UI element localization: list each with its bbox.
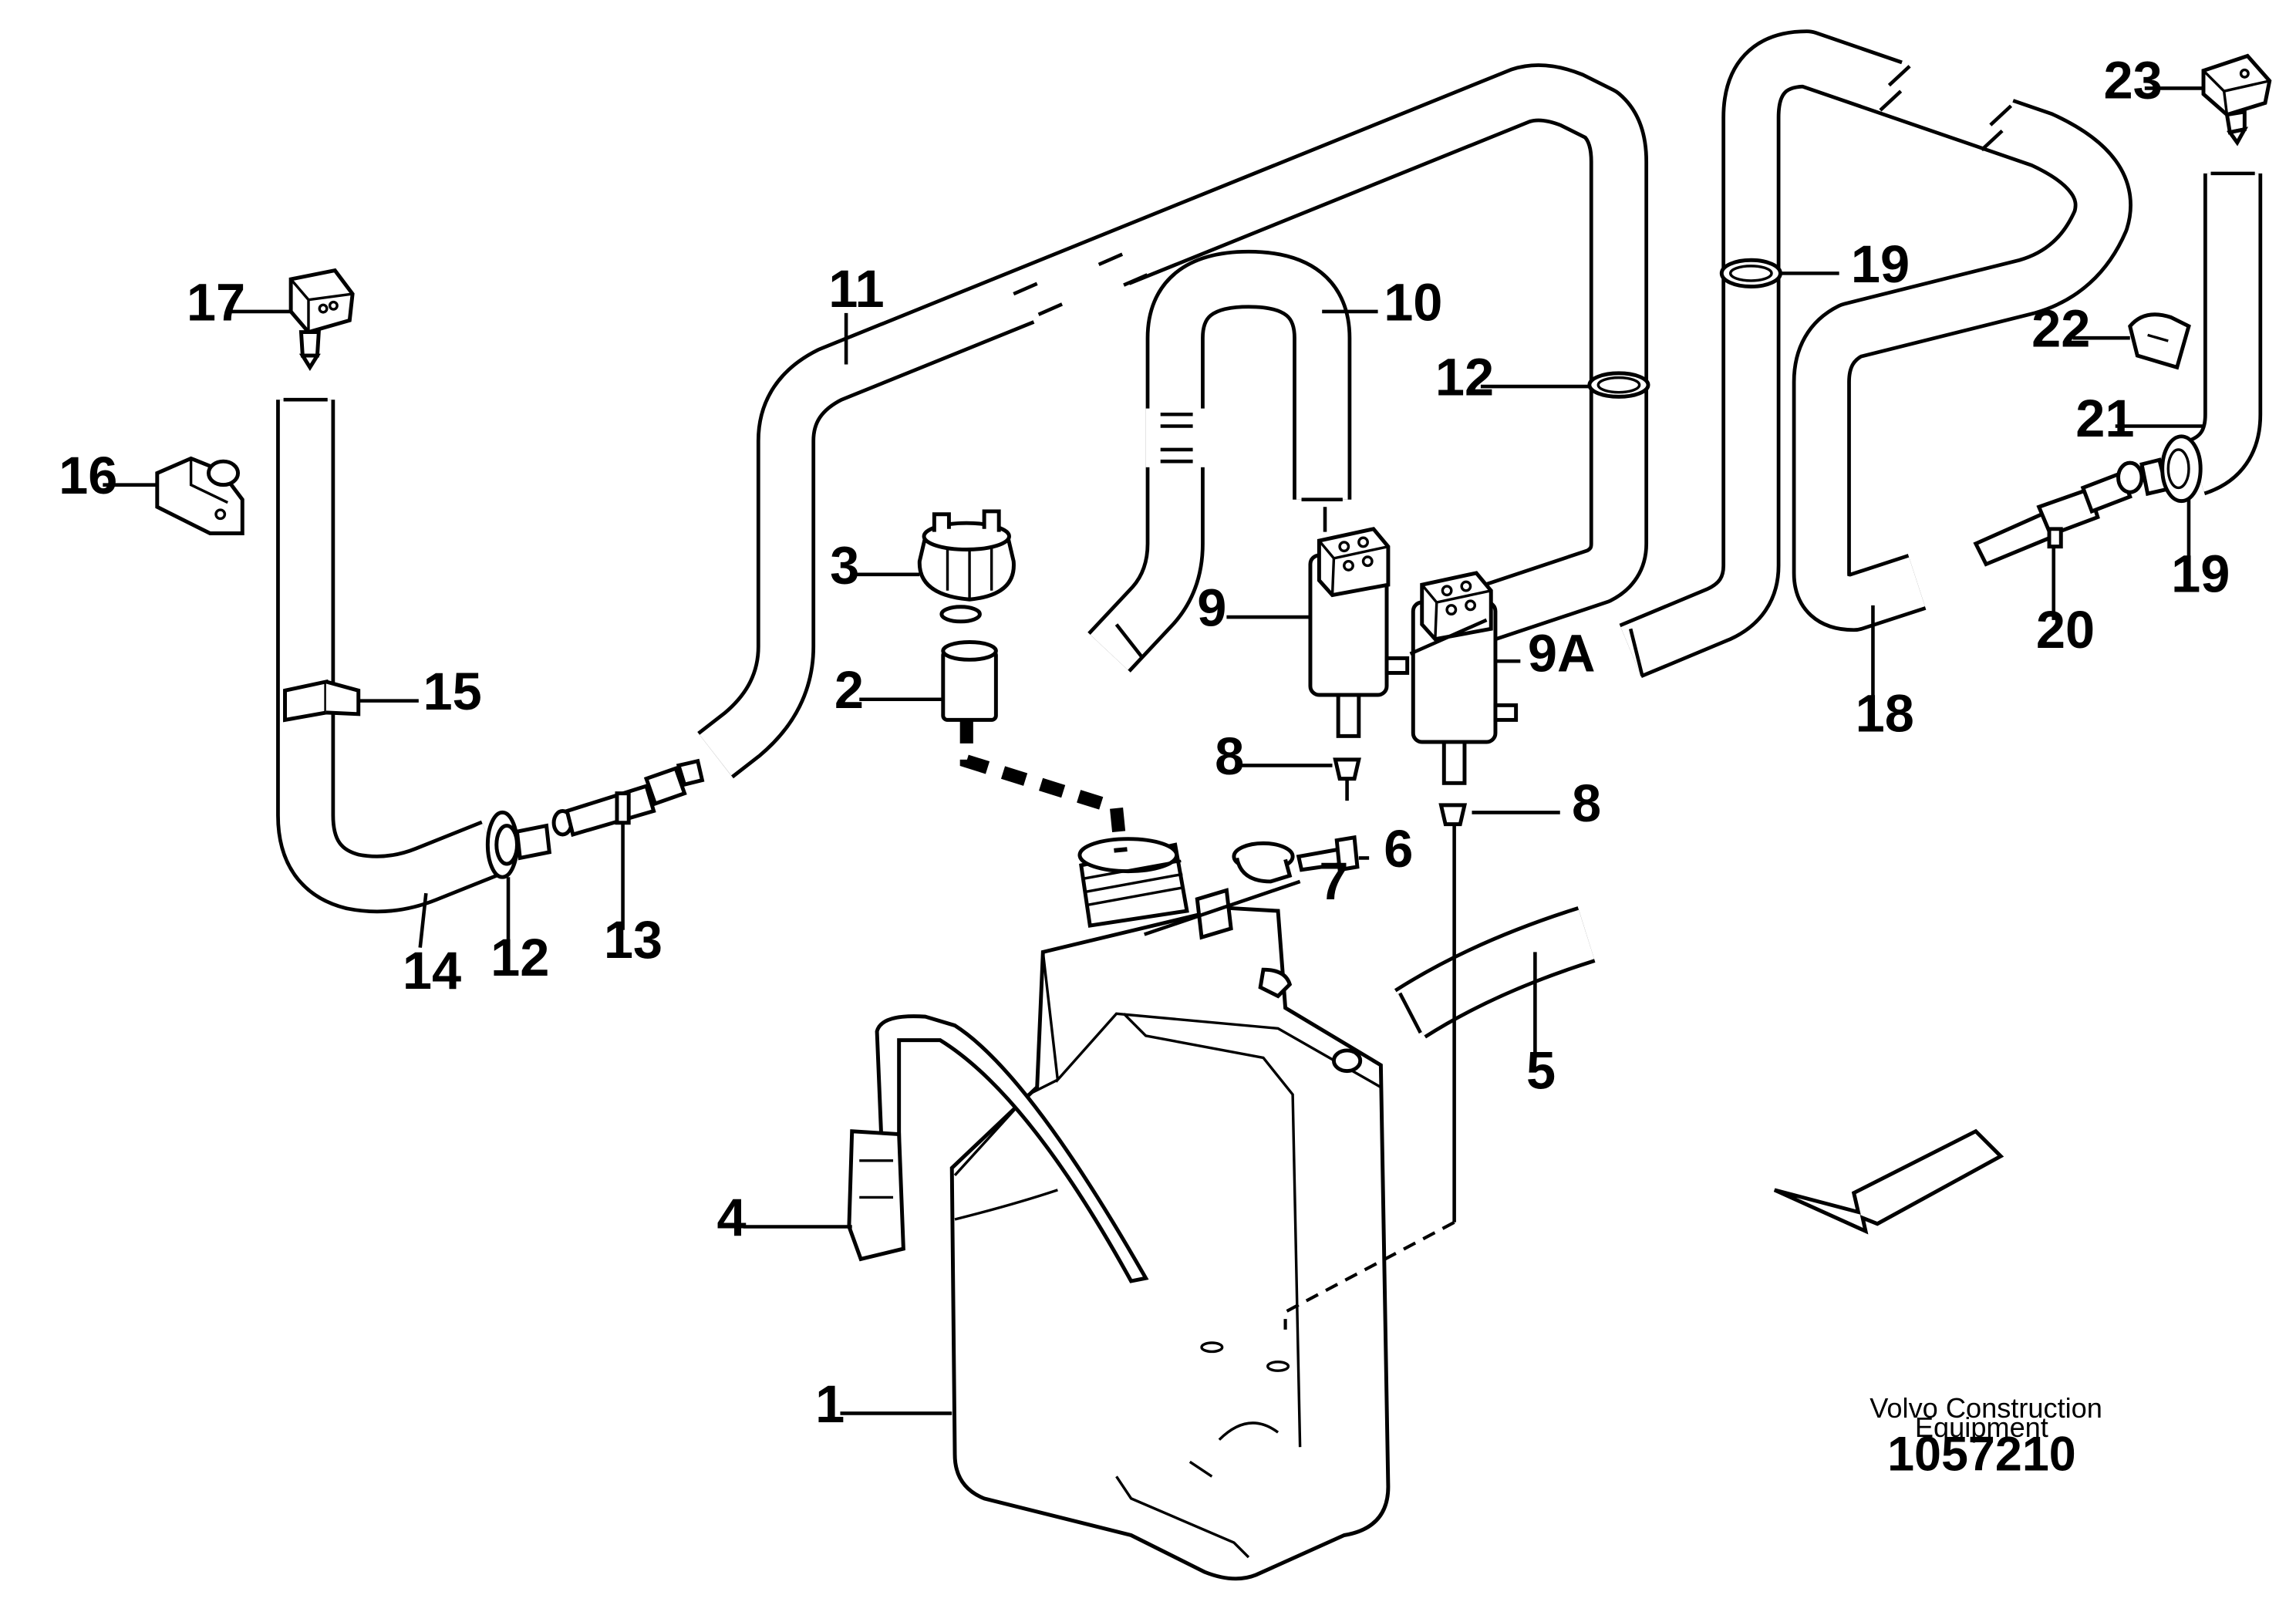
hose-5: [1394, 906, 1596, 1039]
callout-6: 6: [1384, 819, 1413, 878]
callout-2: 2: [834, 660, 864, 720]
drawing-footer: Volvo Construction Equipment 1057210: [1870, 1392, 2102, 1482]
callout-7: 7: [1319, 851, 1348, 911]
washer-pump-9a: [1411, 571, 1519, 785]
callout-20: 20: [2036, 600, 2095, 659]
callout-13: 13: [604, 910, 663, 969]
dashed-link-8: [1283, 1220, 1455, 1330]
callout-11: 11: [828, 259, 884, 319]
callout-17: 17: [187, 272, 245, 332]
connector-13: [485, 758, 705, 879]
callout-labels: 1 2 3 4 5 6 7 8 8 9 9A 10 11 12 12 13 14…: [59, 51, 2230, 1434]
callout-23: 23: [2103, 51, 2162, 110]
callout-21: 21: [2075, 389, 2134, 448]
callout-19a: 19: [1851, 234, 1910, 294]
callout-22: 22: [2031, 299, 2090, 359]
hose-10: [1087, 249, 1352, 673]
tank-bracket: [847, 1014, 1149, 1283]
washer-nozzle-17: [288, 268, 355, 371]
callout-19b: 19: [2171, 545, 2230, 604]
hose-clamp: [1232, 835, 1360, 884]
dashed-link-2: [959, 720, 1128, 853]
callout-9a: 9A: [1528, 624, 1596, 683]
callout-5: 5: [1526, 1040, 1556, 1100]
filler-cap: [917, 509, 1016, 602]
hose-clip-15: [283, 679, 361, 723]
callout-4: 4: [716, 1188, 746, 1247]
washer-pump-9: [1308, 507, 1410, 738]
callout-18: 18: [1856, 684, 1914, 744]
grommet-8a: [1333, 757, 1361, 801]
brand-line-2: Equipment: [1915, 1411, 2048, 1443]
washer-nozzle-23: [2201, 53, 2272, 147]
hose-21: [2186, 171, 2263, 496]
brand-line-1: Volvo Construction: [1870, 1392, 2102, 1424]
callout-12b: 12: [491, 928, 549, 987]
hose-18: [1619, 29, 2132, 679]
callout-9: 9: [1197, 578, 1226, 638]
callout-3: 3: [830, 535, 859, 595]
connector-20: [1973, 457, 2170, 567]
callout-15: 15: [423, 662, 482, 721]
callout-8a: 8: [1215, 727, 1244, 786]
strainer: [939, 605, 998, 722]
grommet-19-top: [1719, 258, 1782, 289]
callout-16: 16: [59, 446, 117, 505]
callout-14: 14: [403, 941, 461, 1000]
callout-10: 10: [1384, 272, 1442, 332]
grommet-19-right: [2160, 434, 2203, 504]
clip-22: [2128, 312, 2191, 370]
grommet-12-center: [1587, 371, 1650, 399]
grommet-8b: [1438, 803, 1468, 1222]
hose-clip-16: [155, 456, 244, 535]
washer-tank: [949, 837, 1391, 1581]
hose-11: [697, 63, 1649, 779]
leader-lines: [103, 86, 2204, 1415]
callout-1: 1: [815, 1374, 845, 1434]
callout-8b: 8: [1572, 774, 1601, 833]
callout-12a: 12: [1435, 347, 1494, 406]
hose-14: [276, 397, 504, 914]
drawing-number: 1057210: [1887, 1428, 2076, 1482]
forward-direction-arrow-icon: [1773, 1128, 2004, 1235]
